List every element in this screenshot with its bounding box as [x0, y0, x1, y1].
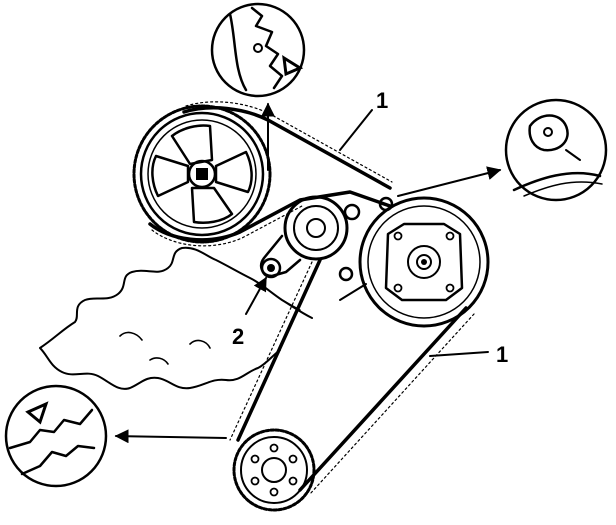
timing-mark-detail-top	[210, 2, 306, 171]
callout-tensioner: 2	[232, 324, 244, 349]
timing-mark-detail-right	[397, 98, 608, 202]
tensioner-bolt-icon	[260, 257, 282, 279]
leader-belt-top	[339, 109, 373, 151]
idler-bolt-top	[343, 203, 361, 221]
timing-mark-detail-left	[4, 384, 227, 488]
camshaft-sprocket-icon	[132, 104, 272, 244]
engine-block-detail	[119, 331, 211, 365]
idler-bolt-low	[338, 266, 354, 282]
callout-belt-right: 1	[496, 342, 508, 367]
injection-pump-sprocket-icon	[358, 196, 490, 328]
callout-belt-top: 1	[376, 88, 388, 113]
leader-belt-right	[429, 351, 489, 357]
leader-tensioner	[245, 276, 267, 315]
belt-tensioner-icon	[283, 195, 349, 261]
timing-belt-lower	[229, 258, 475, 495]
crankshaft-sprocket-icon	[232, 428, 316, 512]
